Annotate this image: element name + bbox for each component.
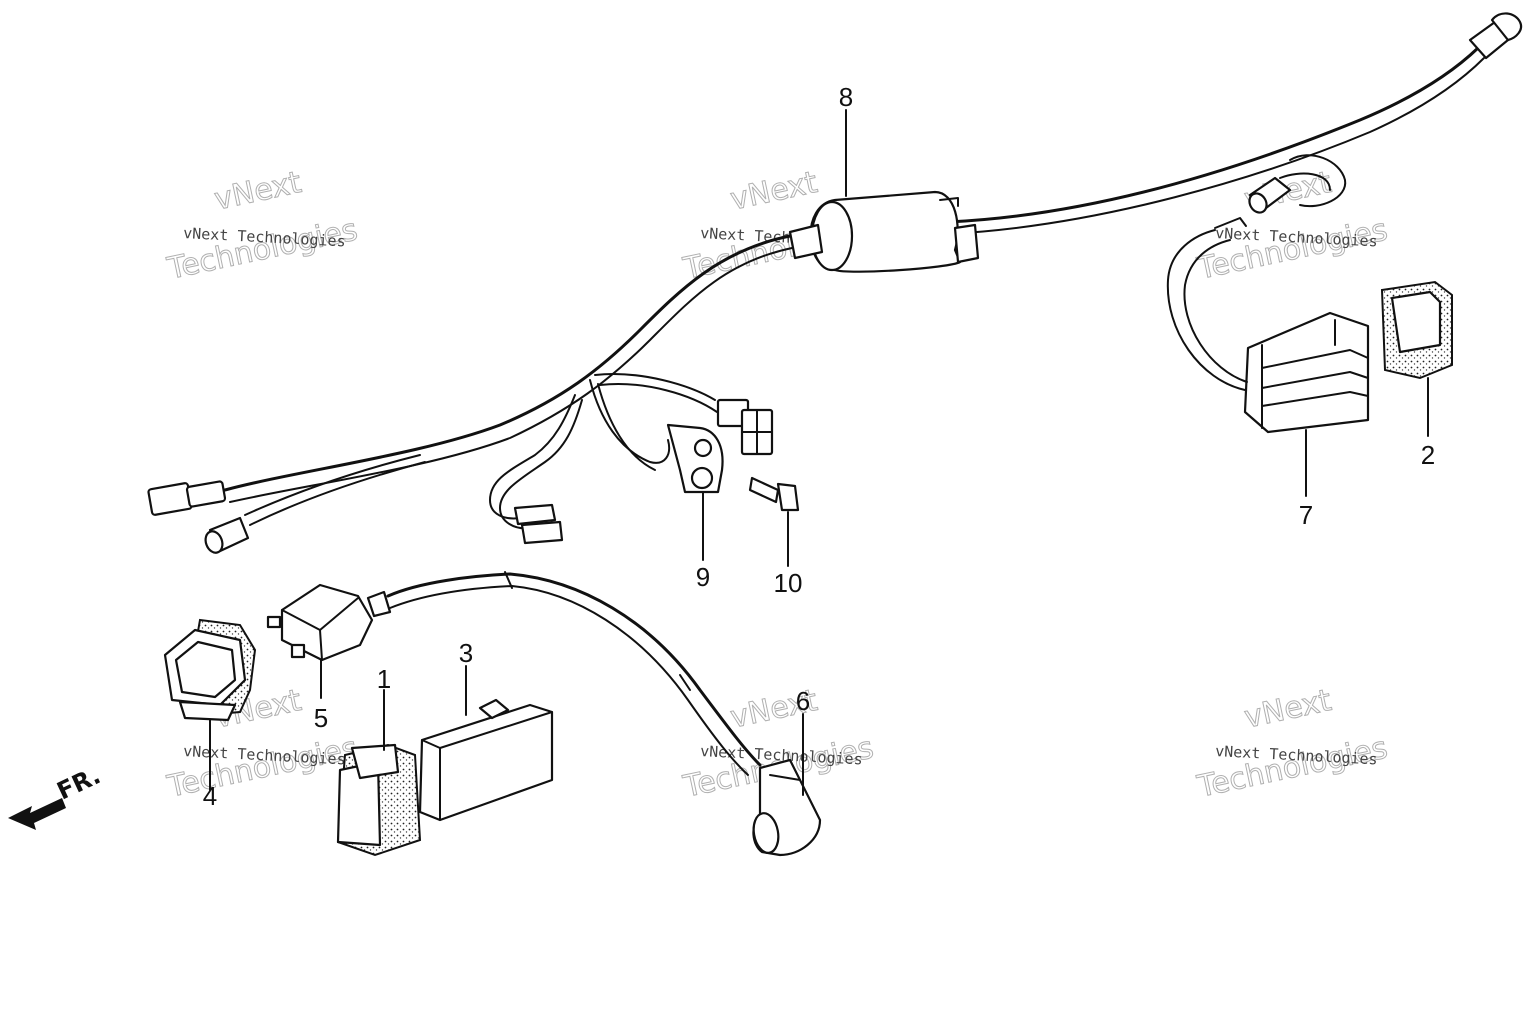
callout-labels: 1 2 3 4 5 6 7 8 9 10: [203, 82, 1435, 811]
part-10-bolt: [748, 476, 800, 512]
callout-6: 6: [796, 686, 810, 716]
front-direction-marker: FR.: [8, 761, 105, 830]
svg-text:vNext: vNext: [727, 165, 820, 218]
part-7-regulator: [1166, 154, 1370, 434]
part-9-bracket: [666, 423, 724, 494]
watermark: vNext Technologies: [163, 165, 361, 288]
front-label: FR.: [53, 761, 105, 805]
bullet-connector-regulator: [1248, 176, 1292, 214]
callout-10: 10: [774, 568, 803, 598]
front-arrow-icon: [8, 798, 66, 830]
main-harness: [147, 12, 1523, 554]
svg-text:vNext: vNext: [1241, 683, 1334, 736]
connector-left-lower: [204, 516, 250, 554]
spade-terminals: [513, 503, 564, 545]
callout-7: 7: [1299, 500, 1313, 530]
part-1-relay: [336, 743, 422, 857]
callout-5: 5: [314, 703, 328, 733]
callout-4: 4: [203, 781, 217, 811]
block-connector: [716, 398, 774, 456]
callout-2: 2: [1421, 440, 1435, 470]
watermark: vNext Technologies: [1193, 683, 1391, 806]
part-8-cylinder: [788, 190, 980, 273]
svg-text:vNext: vNext: [211, 165, 304, 218]
part-6-spark-plug-cap: [752, 758, 822, 857]
callout-8: 8: [839, 82, 853, 112]
part-3-cdi-unit: [418, 698, 554, 822]
connector-left-upper: [147, 480, 227, 516]
callout-9: 9: [696, 562, 710, 592]
callout-3: 3: [459, 638, 473, 668]
part-2-rubber-cover: [1380, 280, 1453, 380]
part-4-hex-cover: [163, 618, 257, 722]
part-5-ignition-coil: [266, 571, 762, 776]
callout-1: 1: [377, 664, 391, 694]
bullet-connector-top-right: [1468, 12, 1523, 60]
leader-lines: [209, 109, 1429, 796]
